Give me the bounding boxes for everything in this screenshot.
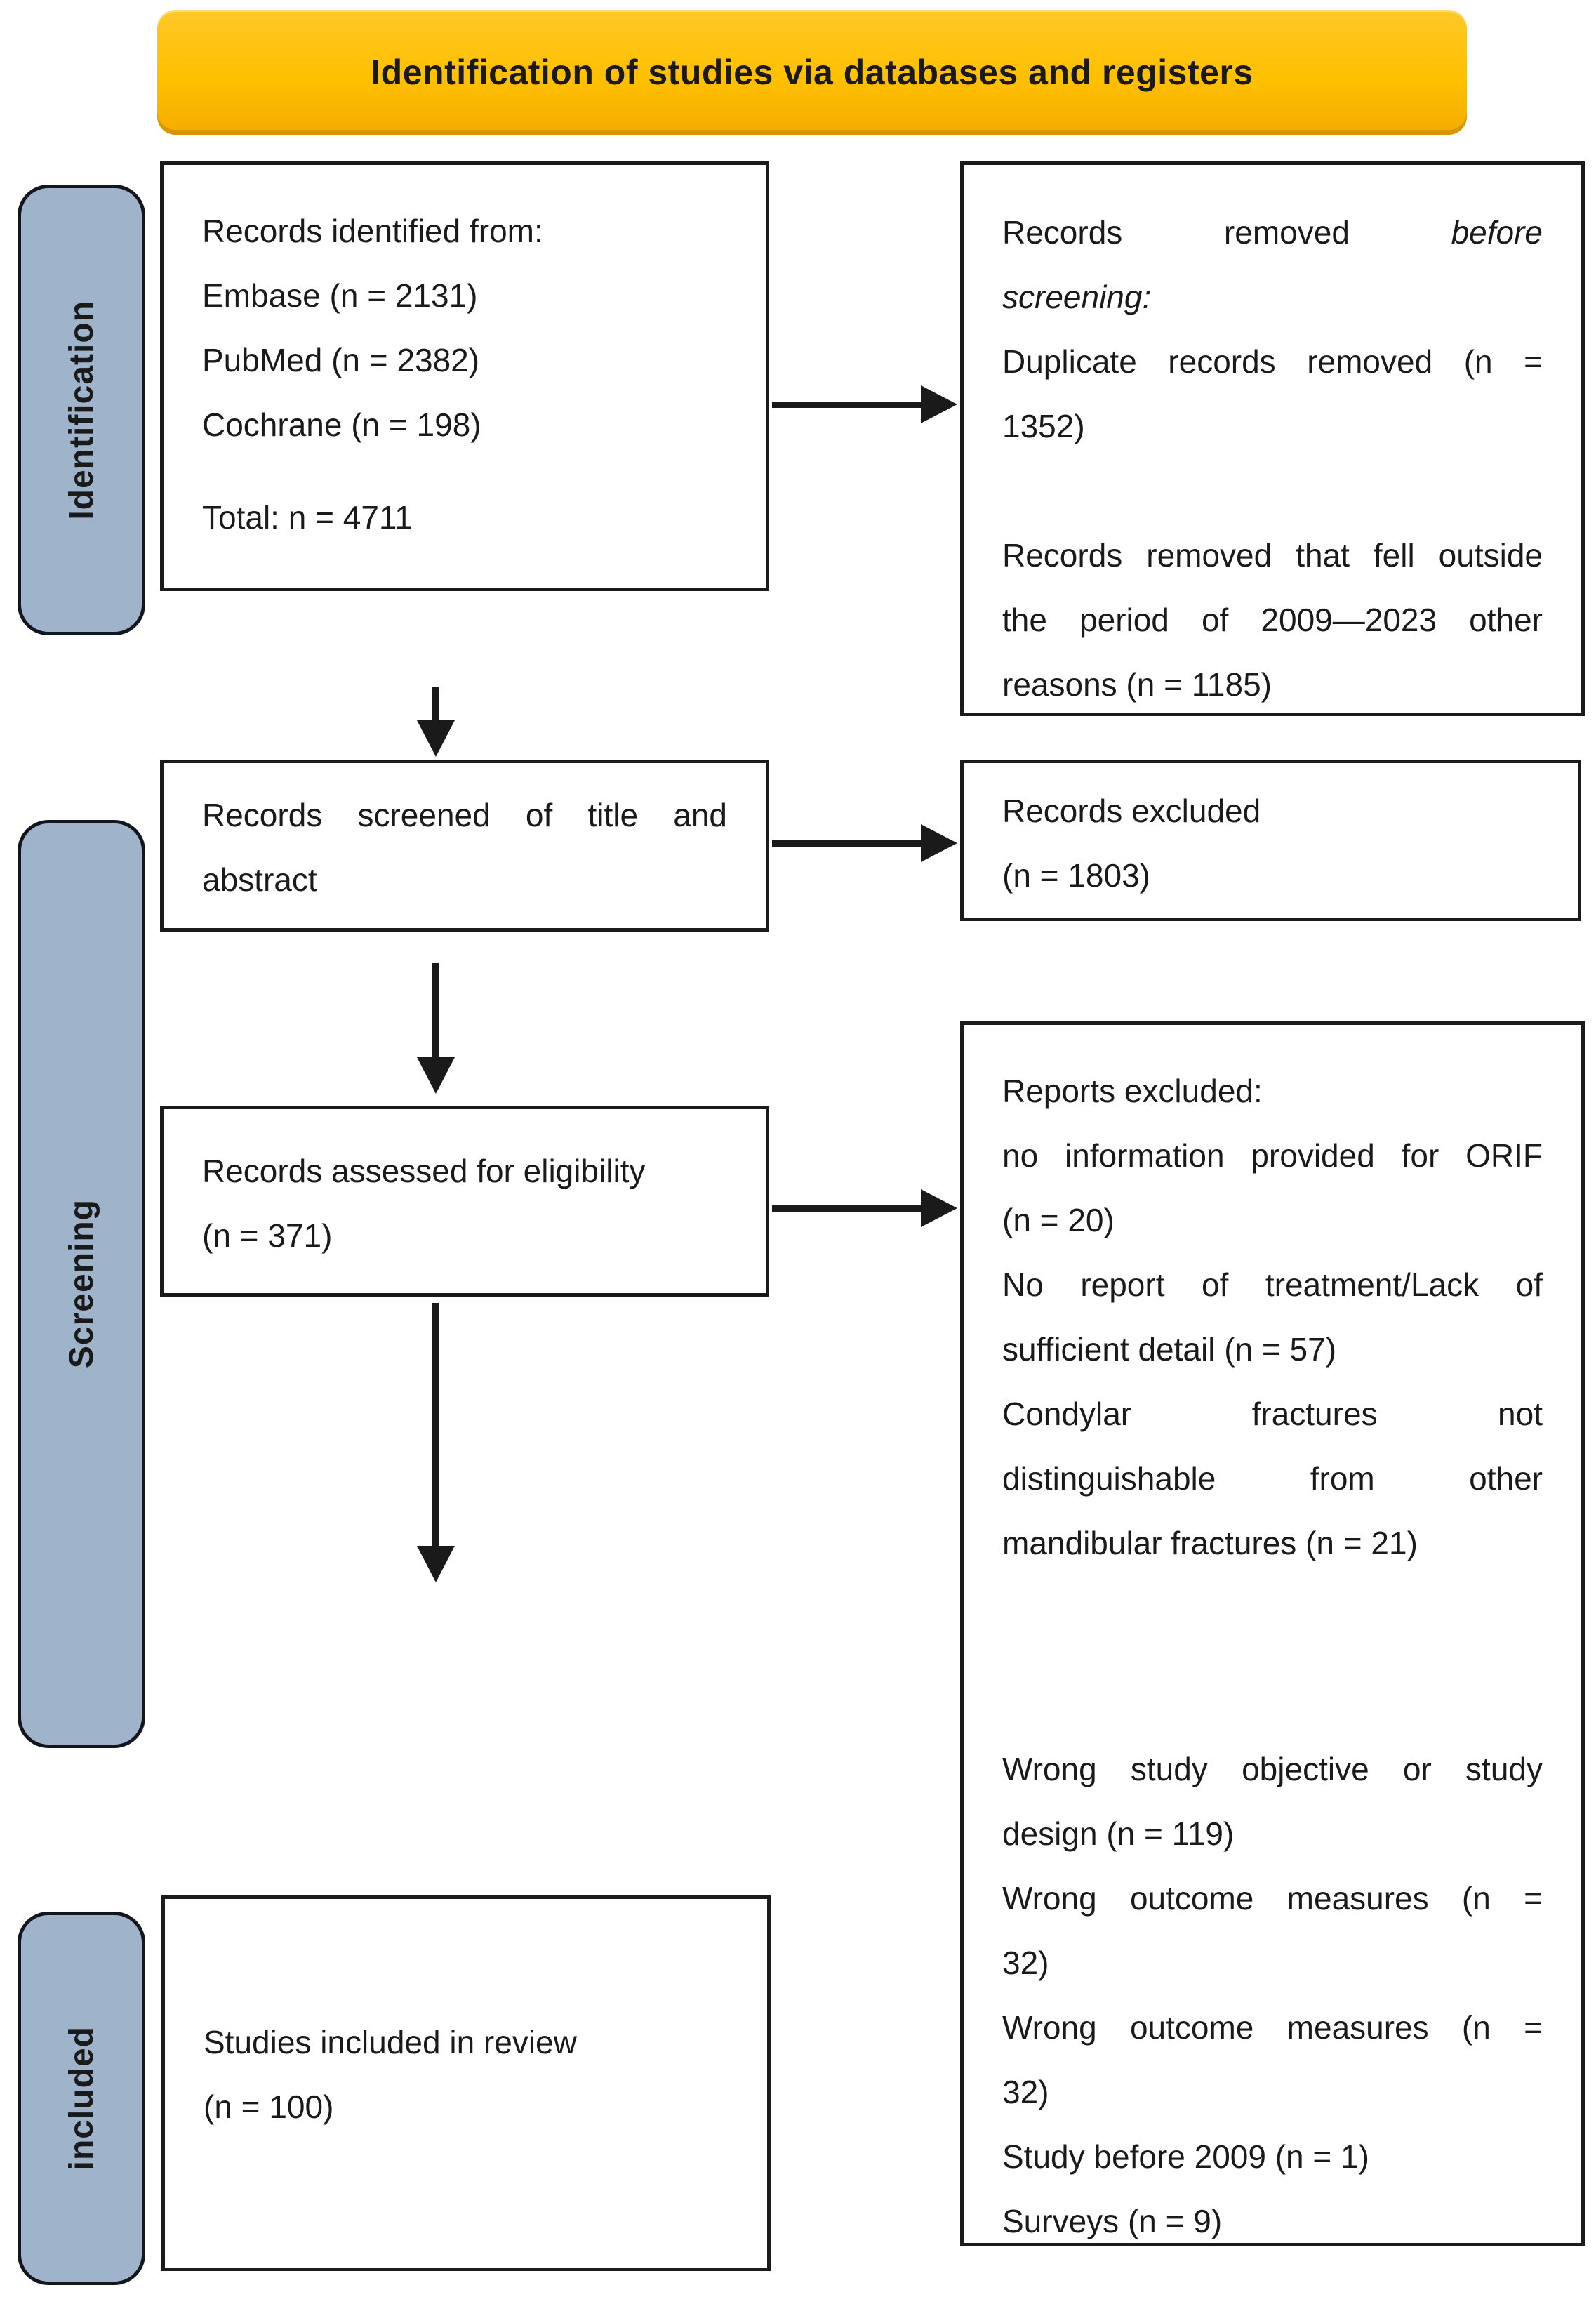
records-identified-embase: Embase (n = 2131) — [202, 277, 478, 314]
records-identified-total: Total: n = 4711 — [202, 499, 413, 536]
reports-study-before-2009: Study before 2009 (n = 1) — [1002, 2138, 1369, 2175]
records-excluded-line1: Records excluded — [1002, 793, 1261, 829]
reports-wrong-outcome1-line1: Wrong outcome measures (n = — [1002, 1880, 1543, 1917]
reports-no-info-line2: (n = 20) — [1002, 1202, 1115, 1238]
duplicates-removed-line1: Duplicate records removed (n = — [1002, 343, 1543, 380]
studies-included-line1: Studies included in review — [204, 2024, 577, 2060]
stage-included-text: included — [62, 2026, 100, 2171]
banner: Identification of studies via databases … — [157, 10, 1467, 135]
box-reports-excluded: Reports excluded: no information provide… — [960, 1021, 1585, 2246]
stage-identification-text: Identification — [62, 300, 100, 520]
reports-condylar-line1: Condylar fractures not — [1002, 1396, 1543, 1432]
records-identified-cochrane: Cochrane (n = 198) — [202, 406, 481, 443]
banner-title: Identification of studies via databases … — [371, 53, 1253, 92]
arrow-identified-to-removed-head — [921, 385, 957, 423]
arrow-identified-to-screened-stem — [432, 687, 439, 722]
stage-label-included: included — [18, 1912, 145, 2285]
records-removed-line2: screening: — [1002, 279, 1152, 315]
box-records-removed-before-screening: Records removed before screening: Duplic… — [960, 161, 1585, 716]
records-outside-period-line2: the period of 2009—2023 other — [1002, 602, 1543, 638]
arrow-assessed-to-reports-stem — [772, 1205, 924, 1212]
duplicates-removed-line2: 1352) — [1002, 408, 1085, 444]
box-records-screened: Records screened of title and abstract — [160, 760, 769, 932]
studies-included-line2: (n = 100) — [204, 2089, 334, 2125]
records-outside-period-line3: reasons (n = 1185) — [1002, 666, 1272, 703]
spacer — [1002, 458, 1543, 523]
reports-wrong-outcome2-line1: Wrong outcome measures (n = — [1002, 2009, 1543, 2046]
reports-wrong-outcome1-line2: 32) — [1002, 1945, 1049, 1981]
arrow-screened-to-excluded-head — [921, 824, 957, 862]
spacer — [202, 457, 727, 485]
reports-wrong-objective-line2: design (n = 119) — [1002, 1815, 1235, 1852]
arrow-identified-to-screened-head — [417, 720, 455, 757]
reports-condylar-line2: distinguishable from other — [1002, 1460, 1543, 1497]
stage-label-identification: Identification — [18, 185, 145, 635]
arrow-assessed-to-included-stem — [432, 1303, 439, 1547]
arrow-identified-to-removed-stem — [772, 402, 924, 408]
records-screened-line1: Records screened of title and — [202, 797, 727, 833]
spacer — [1002, 1575, 1543, 1737]
arrow-assessed-to-reports-head — [921, 1189, 957, 1227]
reports-no-info-line1: no information provided for ORIF — [1002, 1137, 1543, 1174]
arrow-screened-to-excluded-stem — [772, 840, 924, 847]
arrow-screened-to-assessed-stem — [432, 963, 439, 1059]
records-removed-line1: Records removed before — [1002, 200, 1543, 265]
records-identified-pubmed: PubMed (n = 2382) — [202, 342, 480, 378]
records-assessed-line2: (n = 371) — [202, 1217, 333, 1254]
reports-wrong-outcome2-line2: 32) — [1002, 2074, 1049, 2110]
reports-no-report-line2: sufficient detail (n = 57) — [1002, 1331, 1337, 1368]
arrow-screened-to-assessed-head — [417, 1057, 455, 1094]
records-removed-prefix: Records removed — [1002, 214, 1350, 251]
stage-screening-text: Screening — [62, 1199, 100, 1369]
records-outside-period-line1: Records removed that fell outside — [1002, 537, 1543, 574]
records-removed-italic: before — [1451, 214, 1543, 251]
box-records-assessed: Records assessed for eligibility (n = 37… — [160, 1106, 769, 1297]
box-records-identified: Records identified from: Embase (n = 213… — [160, 161, 769, 591]
records-assessed-line1: Records assessed for eligibility — [202, 1153, 646, 1189]
reports-wrong-objective-line1: Wrong study objective or study — [1002, 1751, 1543, 1787]
records-excluded-line2: (n = 1803) — [1002, 857, 1150, 894]
box-records-excluded: Records excluded (n = 1803) — [960, 760, 1581, 921]
box-studies-included: Studies included in review (n = 100) — [161, 1895, 771, 2271]
records-identified-heading: Records identified from: — [202, 213, 543, 249]
records-screened-line2: abstract — [202, 861, 317, 898]
reports-no-report-line1: No report of treatment/Lack of — [1002, 1266, 1543, 1303]
stage-label-screening: Screening — [18, 820, 145, 1748]
reports-excluded-heading: Reports excluded: — [1002, 1073, 1263, 1109]
arrow-assessed-to-included-head — [417, 1546, 455, 1582]
reports-surveys: Surveys (n = 9) — [1002, 2203, 1223, 2239]
reports-condylar-line3: mandibular fractures (n = 21) — [1002, 1525, 1418, 1561]
